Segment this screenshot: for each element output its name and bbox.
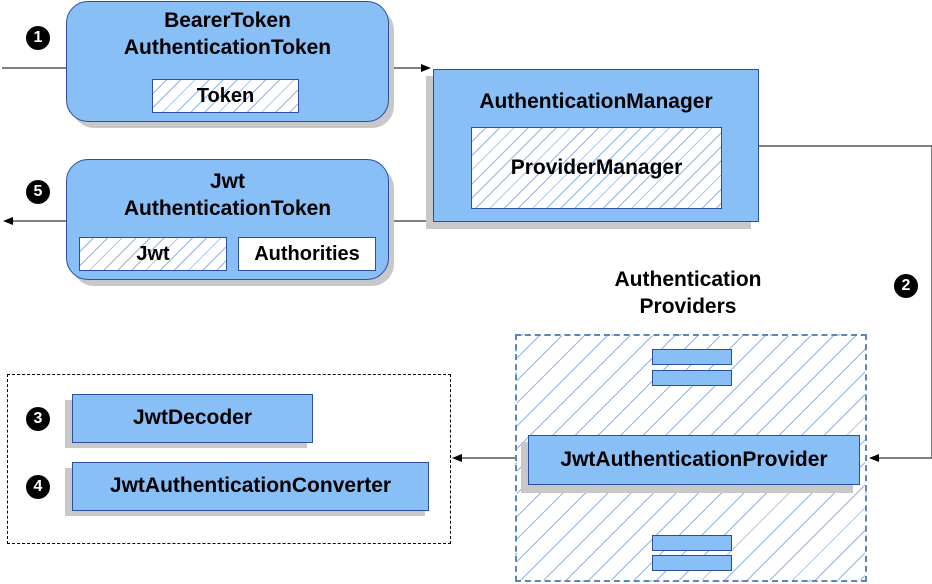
- provider-bar-bottom-1: [652, 535, 732, 551]
- jwt-provider-label: JwtAuthenticationProvider: [560, 448, 828, 471]
- jwt-converter-box: JwtAuthenticationConverter: [72, 462, 429, 511]
- token-field: Token: [152, 79, 299, 113]
- token-label: Token: [196, 85, 255, 107]
- provider-manager-box: ProviderManager: [471, 127, 722, 209]
- step-4-badge: 4: [26, 475, 50, 499]
- authorities-label: Authorities: [254, 243, 360, 265]
- jwt-label: Jwt: [136, 243, 170, 265]
- provider-manager-label: ProviderManager: [510, 156, 683, 179]
- auth-manager-box: AuthenticationManager ProviderManager: [433, 69, 759, 222]
- auth-manager-title: AuthenticationManager: [479, 90, 713, 113]
- jwt-provider-box: JwtAuthenticationProvider: [528, 435, 860, 485]
- jwt-field: Jwt: [79, 237, 227, 271]
- providers-heading-2: Providers: [639, 295, 737, 318]
- bearer-token-title-2: AuthenticationToken: [123, 36, 332, 59]
- authorities-field: Authorities: [238, 237, 376, 271]
- jwt-token-box: Jwt AuthenticationToken Jwt Authorities: [66, 159, 389, 280]
- decoder-converter-group: [7, 374, 451, 544]
- jwt-decoder-box: JwtDecoder: [72, 394, 313, 443]
- provider-bar-top-2: [652, 370, 732, 386]
- jwt-decoder-label: JwtDecoder: [132, 406, 253, 429]
- provider-bar-bottom-2: [652, 555, 732, 571]
- jwt-token-title-2: AuthenticationToken: [123, 197, 332, 220]
- bearer-token-title-1: BearerToken: [164, 9, 291, 32]
- step-2-badge: 2: [894, 274, 918, 298]
- step-1-badge: 1: [26, 26, 50, 50]
- arrow-to-provider: [758, 145, 932, 462]
- jwt-converter-label: JwtAuthenticationConverter: [109, 474, 392, 497]
- step-3-badge: 3: [26, 407, 50, 431]
- provider-bar-top-1: [652, 349, 732, 365]
- jwt-token-title-1: Jwt: [209, 170, 245, 193]
- bearer-token-box: BearerToken AuthenticationToken Token: [66, 1, 389, 122]
- step-5-badge: 5: [26, 180, 50, 204]
- providers-heading-1: Authentication: [614, 268, 762, 291]
- providers-heading: Authentication Providers: [590, 266, 786, 320]
